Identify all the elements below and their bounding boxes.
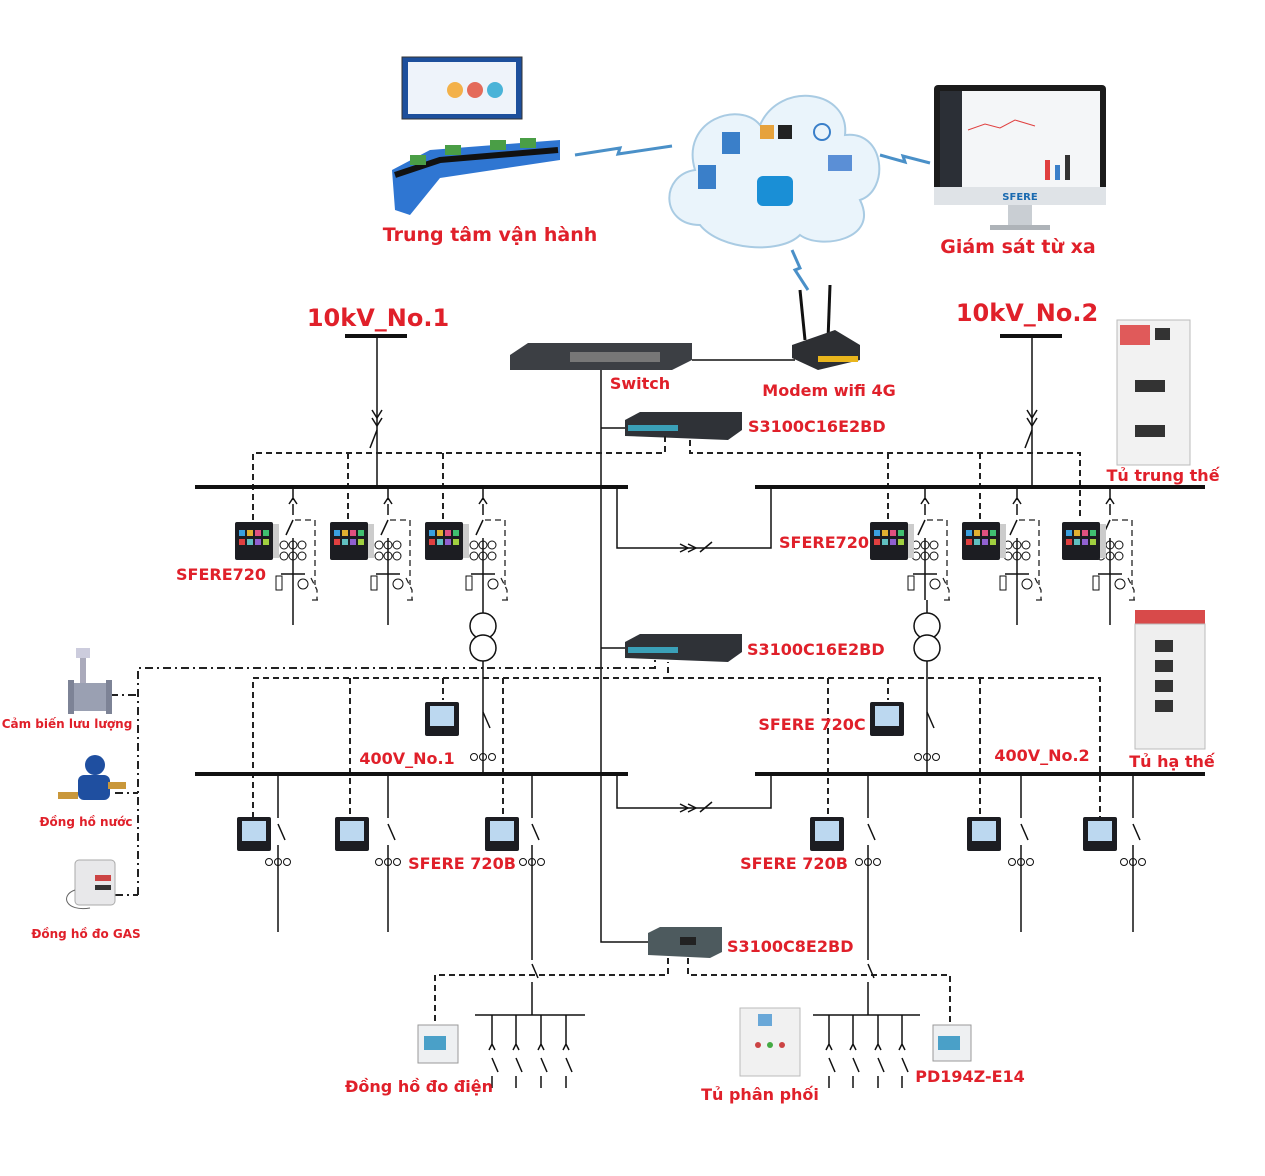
sfere720b-meter[interactable] [810, 817, 844, 851]
outgoing-circuit [874, 1015, 885, 1088]
lv-feeder [519, 774, 545, 932]
gateway-bottom-label: S3100C8E2BD [727, 937, 853, 956]
flow-sensor-image [68, 648, 112, 714]
wireless-link-icon [790, 249, 810, 291]
sfere720b-meter[interactable] [485, 817, 519, 851]
lv-feeder [375, 774, 401, 932]
monitor-brand-logo: SFERE [1002, 192, 1038, 203]
outgoing-circuit [825, 1015, 836, 1088]
distribution-cabinet-label: Tủ phân phối [701, 1085, 819, 1104]
lv-incomer [470, 711, 496, 761]
sfere720-meter[interactable] [330, 522, 374, 560]
lv-feeder [855, 774, 881, 932]
gateway-mid[interactable] [625, 634, 742, 662]
breaker-symbol [1024, 409, 1038, 449]
rs485-network-distribution [434, 958, 951, 1025]
sfere720c-label: SFERE 720C [758, 715, 865, 734]
sfere720b-meter[interactable] [967, 817, 1001, 851]
gateway-top-label: S3100C16E2BD [748, 417, 886, 436]
lv-feeder [265, 774, 291, 932]
source-1-label: 10kV_No.1 [307, 304, 449, 332]
modem-label: Modem wifi 4G [762, 381, 895, 400]
sfere720-meter[interactable] [235, 522, 279, 560]
pd194z-label: PD194Z-E14 [915, 1067, 1025, 1086]
mv-feeder [275, 487, 322, 625]
mv-feeder [907, 487, 954, 601]
sfere720-meter[interactable] [1062, 522, 1106, 560]
wireless-link-icon [879, 153, 931, 165]
sfere720b-right-label: SFERE 720B [740, 854, 848, 873]
water-meter-image [58, 755, 126, 800]
distribution-cabinet-image [739, 1007, 801, 1077]
sfere720b-meter[interactable] [335, 817, 369, 851]
switch-label: Switch [610, 374, 670, 393]
sfere720-left-label: SFERE720 [176, 565, 266, 584]
modem-4g[interactable] [792, 284, 860, 370]
bus-tie-lv [616, 774, 772, 809]
gateway-top[interactable] [625, 412, 742, 440]
bus-tie-mv [616, 487, 772, 549]
outgoing-circuit [537, 1015, 548, 1088]
energy-meter-label: Đồng hồ đo điện [345, 1077, 493, 1096]
sfere720-meter[interactable] [962, 522, 1006, 560]
outgoing-circuit [562, 1015, 573, 1088]
wireless-link-icon [574, 144, 673, 157]
mv-feeder [370, 487, 417, 625]
lv-feeder [1008, 774, 1034, 932]
pd194z-meter [932, 1024, 972, 1062]
gas-meter-image [66, 859, 116, 910]
mv-feeder [1092, 487, 1139, 625]
lv-incomer [914, 711, 940, 761]
communication-backbone [600, 370, 648, 943]
water-meter-label: Đồng hồ nước [39, 815, 132, 829]
outgoing-circuit [488, 1015, 499, 1088]
energy-meter-left [417, 1024, 459, 1064]
outgoing-circuit [512, 1015, 523, 1088]
remote-monitoring-label: Giám sát từ xa [940, 236, 1095, 258]
rs485-network-utility [110, 660, 656, 896]
lv-cabinet-image [1134, 610, 1206, 750]
mv-cabinet-image [1116, 319, 1191, 466]
cloud-icon [668, 94, 881, 249]
sfere720b-left-label: SFERE 720B [408, 854, 516, 873]
mv-cabinet-label: Tủ trung thế [1106, 466, 1220, 485]
sfere720-meter[interactable] [870, 522, 914, 560]
bus-400v-1-label: 400V_No.1 [359, 749, 454, 768]
transformer-1 [469, 612, 497, 662]
sfere720b-meter[interactable] [237, 817, 271, 851]
operations-center-image [392, 56, 560, 215]
sfere720b-meter[interactable] [870, 702, 904, 736]
sfere720b-meter[interactable] [425, 702, 459, 736]
transformer-2 [913, 612, 941, 662]
mv-feeder [999, 487, 1046, 625]
breaker-symbol [369, 409, 383, 449]
outgoing-circuit [898, 1015, 909, 1088]
lv-feeder [1120, 774, 1146, 932]
bus-400v-2-label: 400V_No.2 [994, 746, 1089, 765]
source-2-label: 10kV_No.2 [956, 299, 1098, 327]
distribution-feeder [867, 932, 875, 1015]
gas-meter-label: Đồng hồ đo GAS [31, 927, 140, 941]
sfere720b-meter[interactable] [1083, 817, 1117, 851]
outgoing-circuit [849, 1015, 860, 1088]
flow-sensor-label: Cảm biến lưu lượng [2, 717, 133, 731]
sfere720-right-label: SFERE720 [779, 533, 869, 552]
operations-center-label: Trung tâm vận hành [383, 224, 598, 246]
network-switch[interactable] [510, 343, 692, 370]
rs485-network-lv [252, 662, 1101, 818]
gateway-bottom[interactable] [648, 927, 722, 958]
mv-feeder [465, 487, 512, 601]
distribution-feeder [531, 932, 539, 1015]
gateway-mid-label: S3100C16E2BD [747, 640, 885, 659]
lv-cabinet-label: Tủ hạ thế [1129, 752, 1216, 771]
remote-monitor-image: SFERE [934, 85, 1106, 230]
sfere720-meter[interactable] [425, 522, 469, 560]
